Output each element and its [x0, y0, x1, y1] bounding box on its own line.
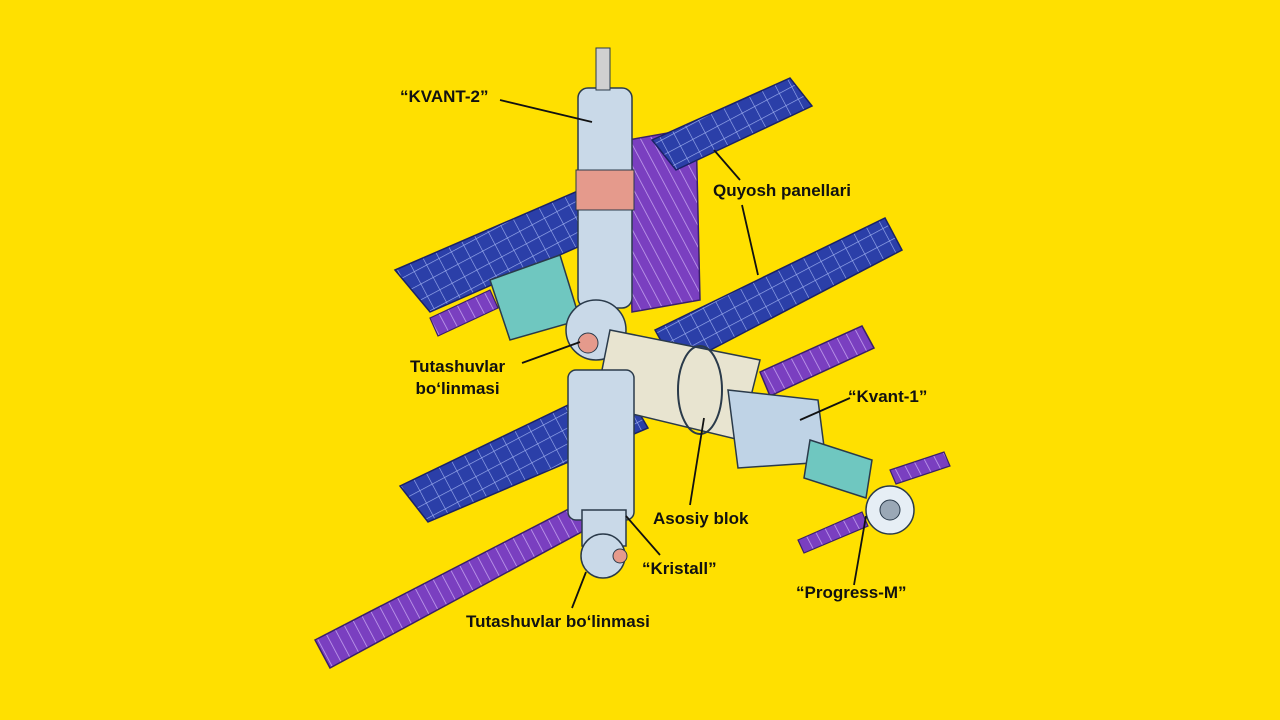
progress-solar-left	[797, 511, 869, 554]
docking-port-pink	[577, 332, 599, 354]
label-solar-panels: Quyosh panellari	[713, 181, 851, 200]
label-kristall: “Kristall”	[642, 559, 717, 578]
label-docking-compartment-upper-line1: Tutashuvlar	[410, 357, 506, 376]
kvant2-band	[575, 169, 635, 211]
leader-quyosh-2	[741, 204, 759, 276]
core-ring	[677, 345, 723, 435]
label-progress-m: “Progress-M”	[796, 583, 907, 602]
label-kvant2: “KVANT-2”	[400, 87, 489, 106]
leader-tutashuv1	[521, 341, 581, 364]
leader-kvant2	[499, 99, 593, 123]
label-docking-compartment-upper: Tutashuvlar bo‘linmasi	[410, 356, 505, 400]
kvant1-solar-array	[759, 325, 876, 398]
leader-quyosh-1	[713, 149, 741, 181]
leader-asosiy	[689, 417, 705, 506]
leader-kvant1	[799, 397, 851, 421]
progress-solar-right	[889, 451, 951, 485]
kristall-solar-array	[313, 496, 601, 670]
kvant2-antenna	[595, 47, 611, 91]
kvant1-teal-section	[803, 439, 873, 499]
left-purple-panel	[429, 289, 499, 337]
label-kvant1: “Kvant-1”	[848, 387, 928, 406]
lower-docking-port	[612, 548, 628, 564]
label-core-module: Asosiy blok	[653, 509, 749, 528]
solar-panel-upper-right	[650, 77, 814, 171]
leader-tutashuv2	[571, 571, 587, 609]
leader-progress	[853, 515, 867, 586]
label-docking-compartment-lower: Tutashuvlar bo‘linmasi	[466, 612, 650, 631]
label-docking-compartment-upper-line2: bo‘linmasi	[415, 379, 500, 398]
leader-kristall	[625, 515, 661, 556]
kristall-module	[567, 369, 635, 521]
progress-m-port	[879, 499, 901, 521]
